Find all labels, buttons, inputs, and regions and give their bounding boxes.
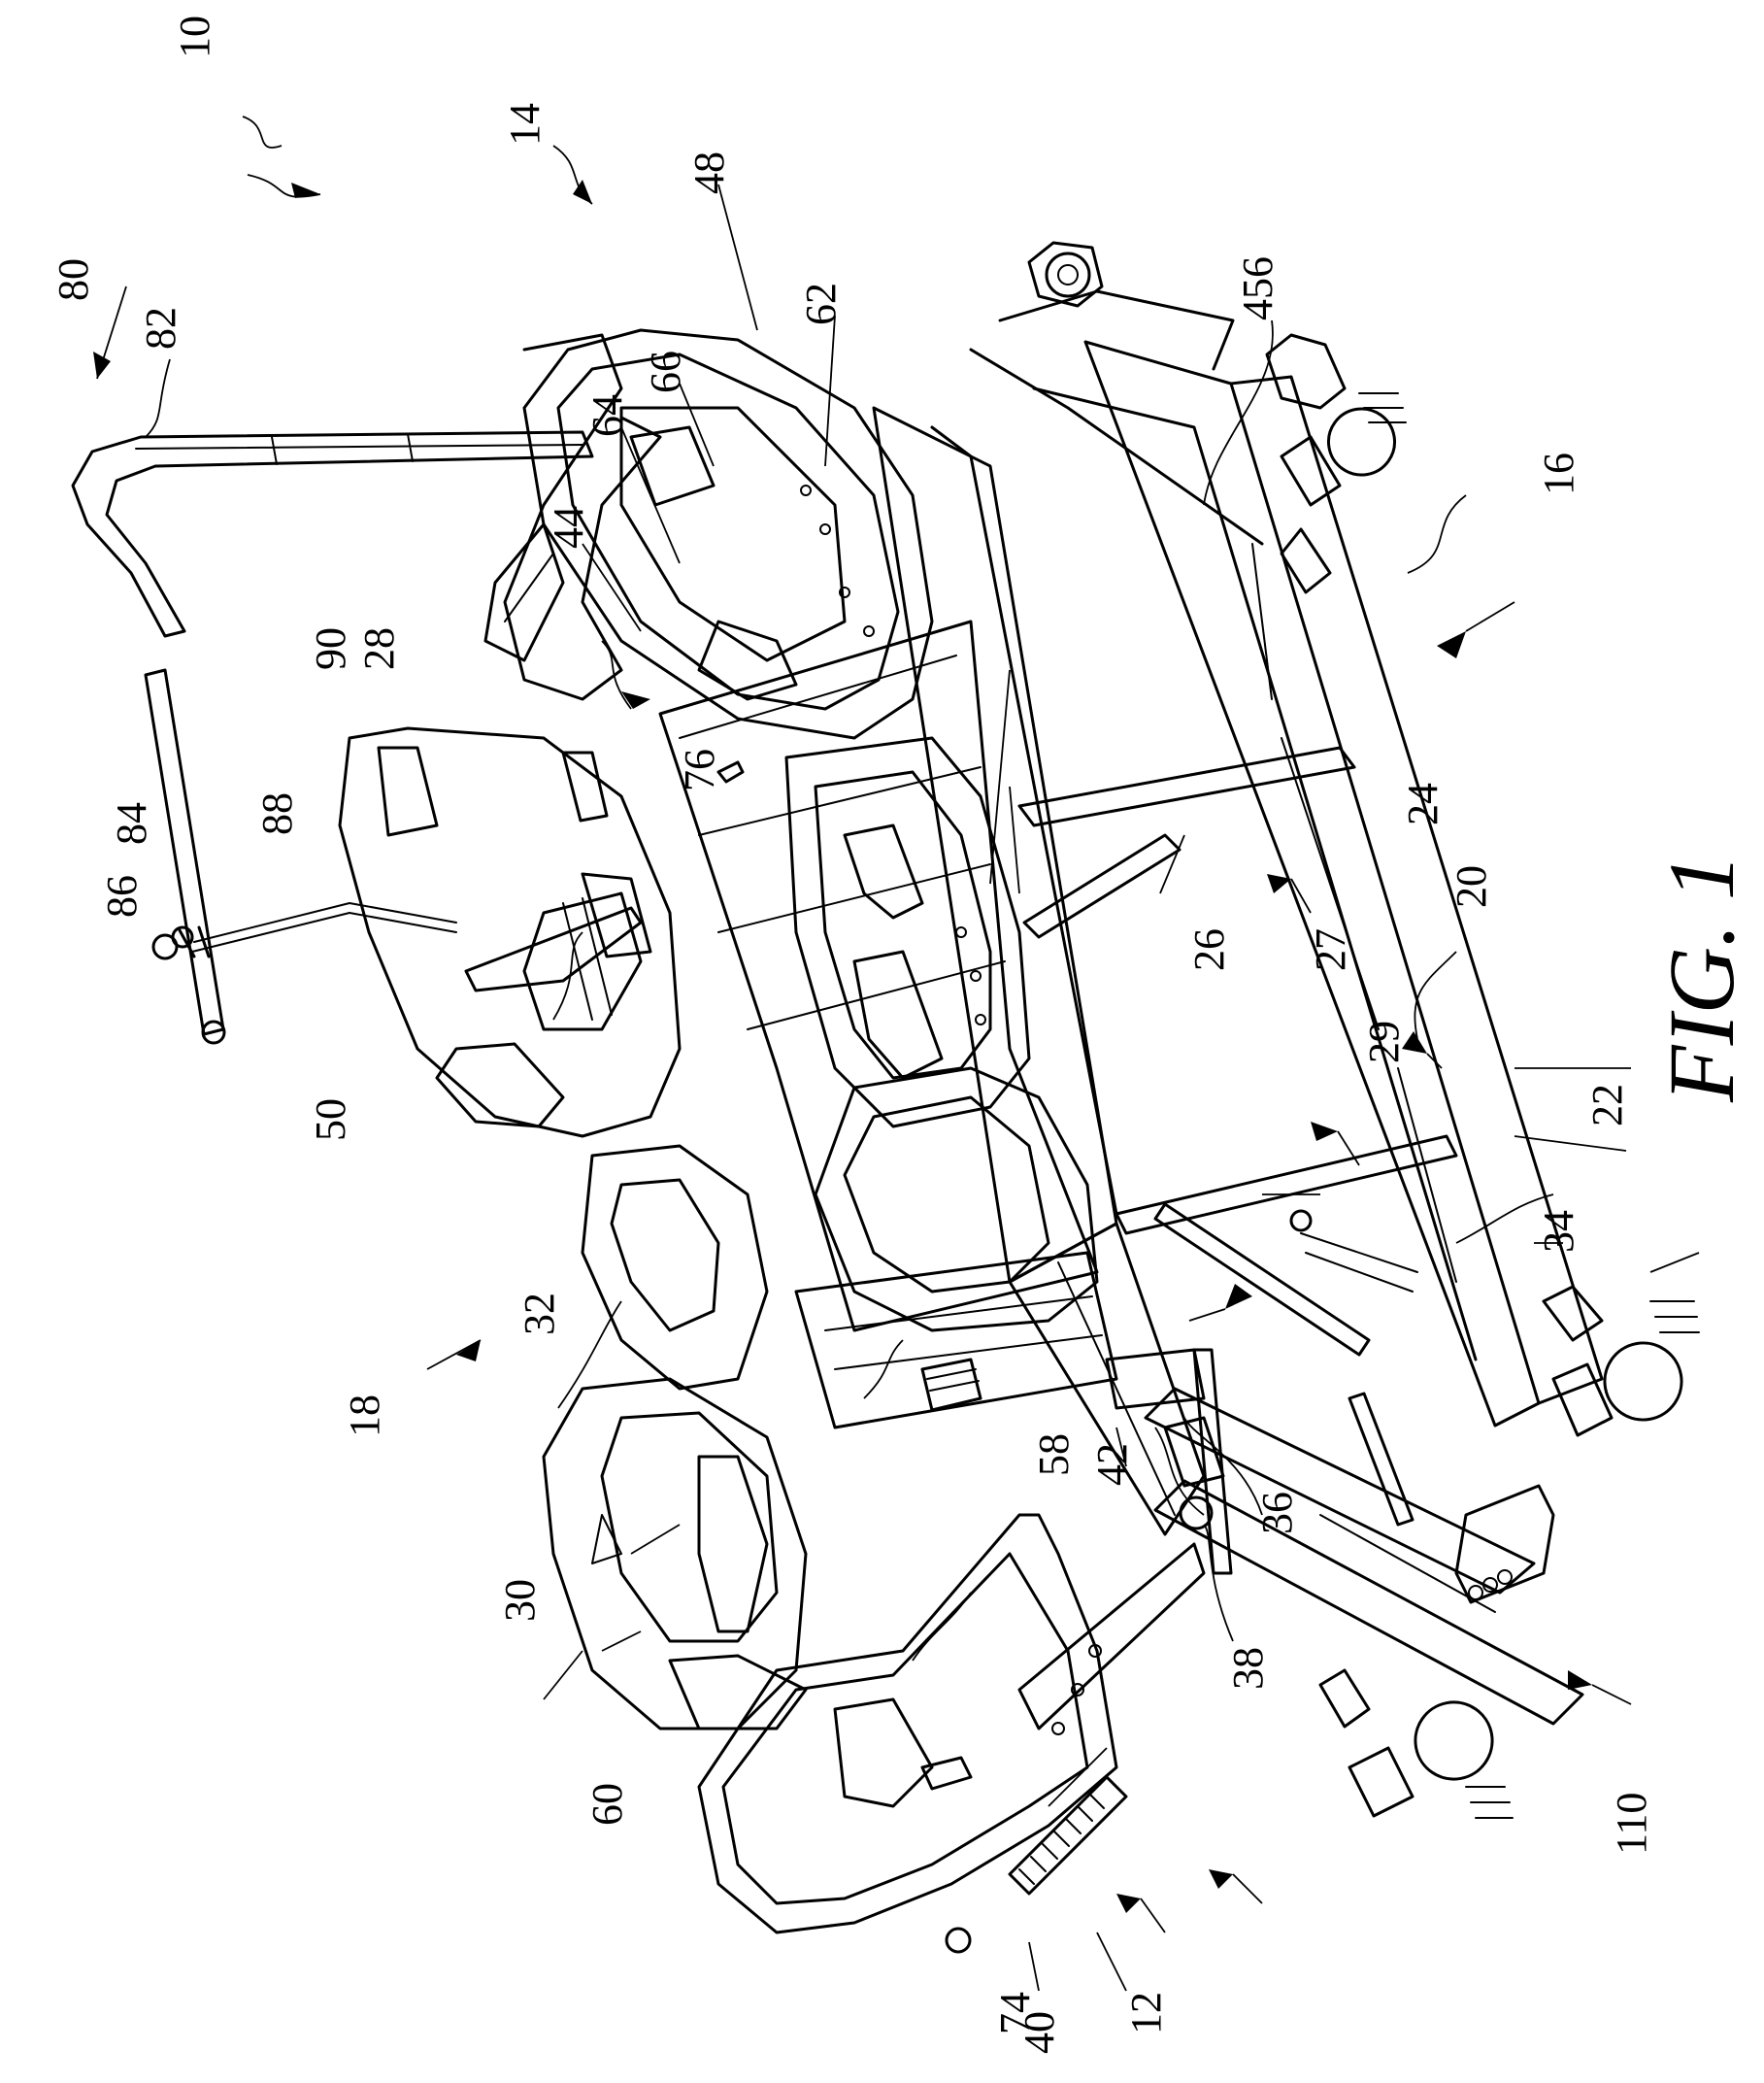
- label-36: 36: [1253, 1492, 1301, 1534]
- label-456: 456: [1234, 256, 1281, 320]
- label-58: 58: [1030, 1433, 1078, 1476]
- figure-caption: FIG. 1: [1649, 854, 1753, 1103]
- label-38: 38: [1224, 1647, 1272, 1690]
- label-76: 76: [676, 749, 723, 791]
- label-80: 80: [50, 258, 97, 301]
- caster-head-right: [1544, 1287, 1681, 1435]
- label-84: 84: [108, 802, 155, 845]
- label-12: 12: [1122, 1992, 1170, 2034]
- label-22: 22: [1583, 1084, 1631, 1126]
- label-10: 10: [171, 16, 218, 58]
- label-29: 29: [1360, 1021, 1408, 1063]
- label-44: 44: [545, 506, 592, 549]
- label-28: 28: [355, 627, 403, 670]
- label-18: 18: [341, 1394, 388, 1437]
- label-62: 62: [797, 283, 845, 325]
- label-66: 66: [642, 351, 689, 393]
- label-32: 32: [516, 1293, 563, 1335]
- label-90: 90: [307, 627, 354, 670]
- foot-siderail-right: [786, 738, 1029, 1126]
- label-14: 14: [501, 103, 549, 146]
- label-64: 64: [583, 394, 631, 437]
- caster-head-left: [1320, 1670, 1492, 1816]
- label-27: 27: [1307, 928, 1354, 971]
- trapeze-handle: [466, 893, 641, 1029]
- caster-foot-right: [1267, 335, 1395, 592]
- arrow-stems: [243, 117, 1631, 1932]
- label-20: 20: [1448, 865, 1495, 908]
- label-40: 40: [1015, 2011, 1063, 2054]
- label-60: 60: [583, 1783, 631, 1826]
- leader-lines: [97, 146, 1699, 1991]
- label-16: 16: [1535, 453, 1582, 495]
- label-30: 30: [496, 1579, 544, 1622]
- label-88: 88: [253, 792, 301, 835]
- caster-foot-left: [1029, 243, 1102, 306]
- label-110: 110: [1608, 1793, 1655, 1855]
- label-86: 86: [98, 875, 146, 918]
- label-82: 82: [137, 307, 184, 350]
- label-48: 48: [685, 151, 733, 194]
- label-50: 50: [307, 1098, 354, 1141]
- label-34: 34: [1535, 1210, 1582, 1253]
- label-26: 26: [1185, 928, 1233, 971]
- base-control-pod: [1456, 1486, 1553, 1602]
- head-siderail-right: [815, 1068, 1097, 1330]
- label-24: 24: [1399, 783, 1447, 825]
- head-end-board: [699, 1497, 1212, 1952]
- label-42: 42: [1088, 1443, 1136, 1486]
- head-siderail-left: [544, 1146, 806, 1729]
- upper-frame: [340, 330, 1223, 1952]
